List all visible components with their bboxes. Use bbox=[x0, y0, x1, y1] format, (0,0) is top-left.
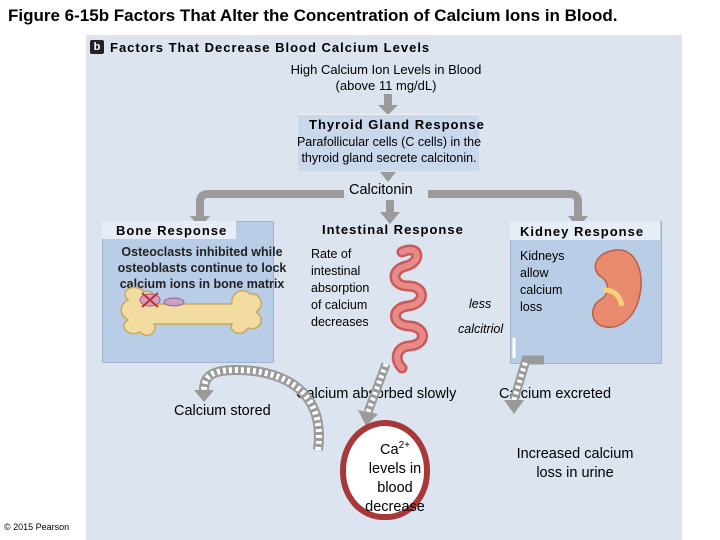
intestine-line-3: absorption bbox=[311, 281, 370, 295]
bone-line-1: Osteoclasts inhibited while bbox=[121, 245, 283, 259]
thyroid-body-box bbox=[298, 133, 479, 171]
arrow-to-calcitonin bbox=[380, 172, 396, 182]
panel-title: Factors That Decrease Blood Calcium Leve… bbox=[110, 40, 431, 55]
outcome-ca: Ca2+ bbox=[340, 436, 450, 460]
bone-caption: Calcium stored bbox=[174, 403, 271, 419]
intestine-line-2: intestinal bbox=[311, 264, 361, 278]
figure-title: Figure 6-15b Factors That Alter the Conc… bbox=[8, 6, 618, 25]
trigger-text: High Calcium Ion Levels in Blood (above … bbox=[250, 62, 522, 94]
thyroid-line-1: Parafollicular cells (C cells) in the bbox=[296, 135, 482, 149]
urine-caption: Increased calcium loss in urine bbox=[500, 445, 650, 483]
less-label: less bbox=[469, 297, 492, 311]
kidney-line-2: allow bbox=[520, 266, 549, 280]
kidney-caption: Calcium excreted bbox=[499, 386, 612, 402]
thyroid-header-box bbox=[298, 114, 479, 135]
arrow-kidney-to-blood bbox=[512, 338, 516, 358]
bone-header-box bbox=[102, 221, 236, 239]
outcome-ca-symbol: Ca bbox=[380, 441, 399, 458]
bone-text: Osteoclasts inhibited while osteoblasts … bbox=[104, 244, 300, 292]
feedback-arrows bbox=[194, 355, 544, 451]
bone-header: Bone Response bbox=[116, 223, 228, 238]
intestine-text: Rate of intestinal absorption of calcium… bbox=[311, 246, 401, 331]
thyroid-header: Thyroid Gland Response bbox=[309, 117, 485, 132]
intestine-line-1: Rate of bbox=[311, 247, 352, 261]
urine-line-1: Increased calcium bbox=[516, 446, 634, 462]
outcome-text: Ca2+ levels in blood decrease bbox=[340, 436, 450, 517]
kidney-header: Kidney Response bbox=[520, 224, 645, 239]
intestine-illustration bbox=[389, 244, 428, 374]
bone-line-2: osteoblasts continue to lock bbox=[117, 261, 287, 275]
bone-line-3: calcium ions in bone matrix bbox=[119, 277, 285, 291]
outcome-line-3: decrease bbox=[365, 498, 425, 515]
copyright: © 2015 Pearson bbox=[4, 522, 70, 532]
kidney-text: Kidneys allow calcium loss bbox=[520, 248, 590, 316]
trigger-line-1: High Calcium Ion Levels in Blood bbox=[290, 62, 482, 77]
arrow-to-thyroid bbox=[378, 94, 398, 115]
urine-line-2: loss in urine bbox=[536, 465, 614, 481]
kidney-line-4: loss bbox=[520, 300, 543, 314]
outcome-line-2: blood bbox=[377, 479, 413, 496]
thyroid-text: Parafollicular cells (C cells) in the th… bbox=[294, 134, 484, 166]
panel-badge: b bbox=[90, 40, 104, 54]
kidney-illustration bbox=[592, 249, 642, 328]
kidney-line-3: calcium bbox=[520, 283, 563, 297]
intestine-line-4: of calcium bbox=[311, 298, 368, 312]
trigger-line-2: (above 11 mg/dL) bbox=[335, 78, 437, 93]
blood-vessel-circle bbox=[340, 420, 430, 520]
intestine-line-5: decreases bbox=[311, 315, 369, 329]
kidney-line-1: Kidneys bbox=[520, 249, 565, 263]
intestine-header: Intestinal Response bbox=[322, 222, 464, 237]
outcome-line-1: levels in bbox=[368, 460, 422, 477]
calcitriol-label: calcitriol bbox=[458, 322, 504, 336]
thyroid-line-2: thyroid gland secrete calcitonin. bbox=[301, 151, 477, 165]
bone-illustration bbox=[120, 286, 262, 336]
outcome-ca-charge: 2+ bbox=[398, 440, 410, 451]
hormone-label: Calcitonin bbox=[349, 182, 413, 198]
kidney-header-box bbox=[510, 221, 660, 240]
